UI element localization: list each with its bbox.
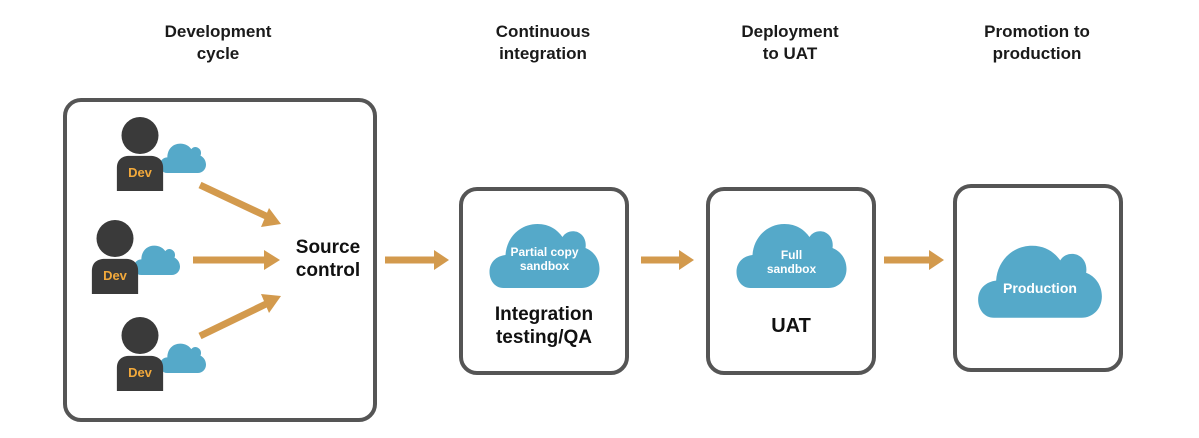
label-line2: testing/QA [495,327,593,348]
source-control-line2: control [295,260,361,281]
full-sandbox-label: Full sandbox [736,248,847,276]
stage-title-line1: Development [164,22,272,41]
arrow-to-ci [385,250,449,270]
arrow-dev2-to-source [193,250,280,270]
stage-title-line1: Deployment [741,22,839,41]
continuous-integration-box [459,187,629,375]
arrow-dev3-to-source [198,294,281,340]
source-control-label: Source control [283,236,373,282]
cloud-line2: sandbox [519,259,570,273]
production-label: Production [1003,280,1077,296]
stage-title-line2: production [992,44,1082,63]
stage-title-deployment-to-uat: Deployment to UAT [690,21,890,65]
production-box [953,184,1123,372]
dev-label: Dev [128,365,152,380]
cloud-line2: sandbox [766,262,817,276]
arrow-dev1-to-source [198,181,281,227]
stage-title-line1: Continuous [495,22,591,41]
stage-title-continuous-integration: Continuous integration [443,21,643,65]
cloud-line1: Full [780,248,803,262]
dev-label: Dev [128,165,152,180]
integration-testing-label: Integration testing/QA [459,303,629,349]
partial-copy-sandbox-label: Partial copy sandbox [489,245,600,273]
stage-title-line1: Promotion to [984,22,1090,41]
dev-label: Dev [103,268,127,283]
label-line1: Integration [494,304,594,325]
stage-title-line2: cycle [196,44,240,63]
stage-title-development-cycle: Development cycle [118,21,318,65]
stage-title-line2: integration [499,44,587,63]
arrow-to-uat [641,250,694,270]
arrow-to-production [884,250,944,270]
source-control-line1: Source [295,237,361,258]
uat-label: UAT [771,315,811,337]
stage-title-promotion-to-production: Promotion to production [937,21,1137,65]
cloud-line1: Partial copy [510,245,579,259]
stage-title-line2: to UAT [762,44,818,63]
